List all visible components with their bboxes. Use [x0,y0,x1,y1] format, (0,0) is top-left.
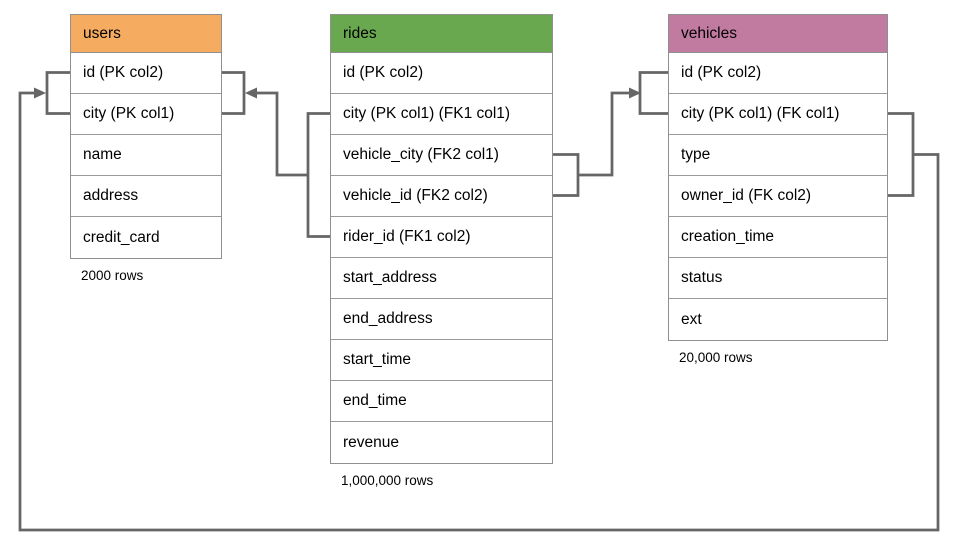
table-vehicles: vehicles id (PK col2)city (PK col1) (FK … [668,14,888,365]
column-id: id (PK col2) [331,53,552,94]
column-end_time: end_time [331,381,552,422]
fk2-rides-bracket [553,153,580,197]
fk-arrowhead-right-icon [34,87,46,99]
table-vehicles-row-count: 20,000 rows [679,350,753,365]
column-name: name [71,135,221,176]
table-vehicles-header: vehicles [669,15,887,53]
column-status: status [669,258,887,299]
column-start_time: start_time [331,340,552,381]
table-users-header: users [71,15,221,53]
fk1-rides-bracket [306,112,330,238]
table-rides-header: rides [331,15,552,53]
fk1-arrowhead-left-icon [245,87,257,99]
fk-connector-vehicles-to-users [18,71,940,532]
column-city: city (PK col1) (FK1 col1) [331,94,552,135]
table-vehicles-columns: id (PK col2)city (PK col1) (FK col1)type… [669,53,887,340]
fk-vehicles-bracket [888,112,915,197]
fk1-connector-rides-to-users [222,71,330,238]
column-revenue: revenue [331,422,552,463]
column-credit_card: credit_card [71,217,221,258]
table-users-row-count: 2000 rows [81,268,144,283]
column-city: city (PK col1) [71,94,221,135]
column-id: id (PK col2) [71,53,221,94]
column-city: city (PK col1) (FK col1) [669,94,887,135]
fk-shaft-loop [18,91,940,532]
column-end_address: end_address [331,299,552,340]
fk1-shaft [253,91,308,177]
fk2-vehicles-bracket [638,71,668,115]
column-vehicle_city: vehicle_city (FK2 col1) [331,135,552,176]
column-address: address [71,176,221,217]
column-creation_time: creation_time [669,217,887,258]
column-id: id (PK col2) [669,53,887,94]
table-rides-columns: id (PK col2)city (PK col1) (FK1 col1)veh… [331,53,552,463]
fk2-shaft [578,91,631,177]
fk-users-bracket [45,71,70,115]
column-vehicle_id: vehicle_id (FK2 col2) [331,176,552,217]
fk2-arrowhead-right-icon [629,87,641,99]
table-rides: rides id (PK col2)city (PK col1) (FK1 co… [330,14,553,488]
column-rider_id: rider_id (FK1 col2) [331,217,552,258]
fk1-users-bracket [222,71,246,115]
column-owner_id: owner_id (FK col2) [669,176,887,217]
fk2-connector-rides-to-vehicles [553,71,668,197]
column-start_address: start_address [331,258,552,299]
table-rides-row-count: 1,000,000 rows [341,473,434,488]
column-type: type [669,135,887,176]
column-ext: ext [669,299,887,340]
